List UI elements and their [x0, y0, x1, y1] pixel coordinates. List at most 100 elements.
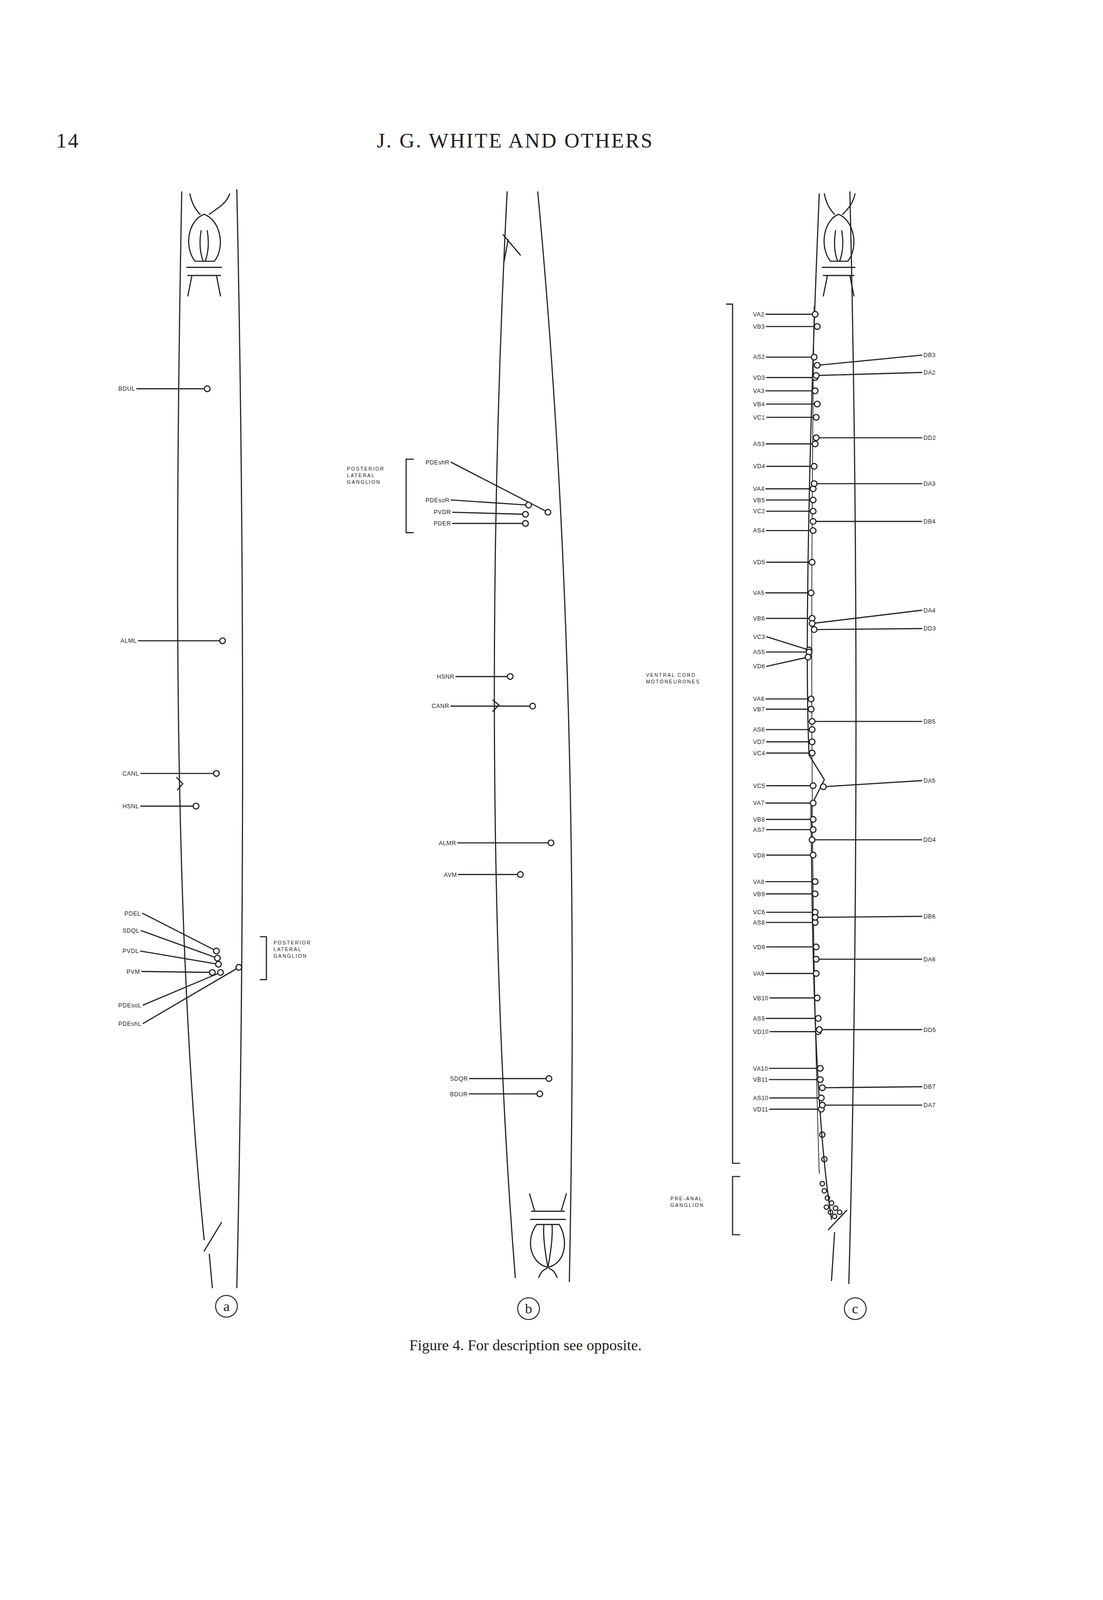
- panel-letter: b: [517, 1296, 540, 1320]
- cell-label: PDEshL: [118, 1019, 142, 1027]
- leader-line: [766, 416, 814, 418]
- cell-body: [217, 969, 224, 975]
- figure-caption: Figure 4. For description see opposite.: [409, 1336, 642, 1354]
- cell-body: [522, 511, 529, 517]
- cell-body: [809, 718, 816, 724]
- leader-line: [815, 720, 922, 722]
- bracket: [260, 936, 267, 980]
- leader-lines: [136, 311, 922, 1112]
- cell-body: [809, 836, 816, 843]
- vulva-mark: [176, 777, 183, 790]
- cell-label: VC2: [753, 507, 766, 515]
- running-head: J. G. WHITE AND OTHERS: [376, 129, 654, 154]
- cell-label: DA5: [923, 777, 936, 784]
- cell-body: [819, 1084, 826, 1091]
- cell-body: [813, 372, 819, 379]
- cell-label: VA9: [753, 970, 765, 977]
- leader-line: [766, 893, 813, 895]
- cell-body: [812, 914, 818, 921]
- cell-label: VB11: [753, 1076, 769, 1083]
- cell-body: [810, 782, 817, 789]
- leader-line: [769, 1108, 819, 1110]
- bracket: [406, 459, 414, 533]
- cell-body: [815, 1015, 822, 1021]
- bracket: [732, 1176, 740, 1235]
- cell-body: [817, 1065, 824, 1071]
- cell-body: [810, 518, 817, 524]
- leader-line: [136, 388, 205, 390]
- ganglion-label: POSTERIOR LATERAL GANGLION: [347, 465, 388, 486]
- cell-label: VB10: [753, 994, 769, 1002]
- leader-line: [141, 971, 210, 973]
- leader-line: [818, 436, 922, 438]
- cell-body: [813, 970, 819, 976]
- cell-body: [814, 362, 820, 368]
- cell-body: [507, 673, 513, 679]
- leader-line: [769, 1096, 819, 1098]
- cell-label: PVDR: [433, 508, 452, 516]
- body-outline: [807, 193, 832, 1219]
- cell-body: [810, 799, 817, 806]
- cell-label: DB6: [923, 912, 936, 920]
- cell-body: [810, 508, 817, 514]
- cell-label: DB3: [923, 351, 936, 359]
- cell-body: [812, 440, 818, 447]
- panel-letter: a: [215, 1294, 238, 1318]
- cell-label: PDEsoR: [425, 496, 450, 504]
- leader-line: [452, 522, 523, 524]
- cell-label: DB7: [923, 1083, 936, 1090]
- cell-label: VB4: [753, 400, 765, 408]
- ganglion-label: PRE-ANAL GANGLION: [670, 1194, 708, 1208]
- ganglion-label: VENTRAL CORD MOTONEURONES: [645, 671, 704, 685]
- pharynx-bulb: [822, 193, 855, 296]
- body-outline: [236, 189, 243, 1287]
- cell-body: [810, 851, 817, 858]
- worm-c: [726, 191, 857, 1284]
- leader-line: [816, 628, 922, 630]
- leader-line: [766, 499, 811, 501]
- cell-body: [204, 385, 210, 392]
- cell-body: [219, 637, 226, 644]
- cell-label: DA2: [923, 369, 936, 376]
- panel-letter: c: [843, 1296, 867, 1320]
- cell-body: [809, 620, 816, 626]
- leader-line: [818, 958, 922, 960]
- body-outline: [494, 191, 516, 1278]
- cell-label: VD8: [753, 851, 766, 859]
- cell-body: [809, 749, 816, 756]
- cell-body: [810, 527, 817, 534]
- leader-line: [458, 873, 518, 875]
- cell-body: [818, 1094, 825, 1101]
- leader-line: [765, 698, 809, 700]
- cell-body: [193, 802, 200, 809]
- cell-body: [820, 783, 826, 790]
- cell-body: [547, 839, 554, 846]
- cell-body: [517, 871, 524, 878]
- cell-body: [813, 414, 819, 420]
- leader-line: [452, 512, 523, 514]
- cell-body: [214, 955, 221, 961]
- cell-label: DD2: [923, 434, 937, 442]
- cell-label: VC5: [753, 782, 766, 790]
- leader-line: [766, 529, 811, 531]
- leader-line: [815, 838, 922, 840]
- cell-body: [811, 626, 817, 633]
- cell-label: AS3: [753, 440, 765, 448]
- leader-line: [825, 1103, 922, 1105]
- worm-a: [176, 189, 267, 1287]
- cell-label: AS8: [753, 919, 765, 926]
- cell-label: DA4: [923, 606, 936, 614]
- leader-line: [769, 997, 815, 999]
- cell-body: [813, 955, 819, 962]
- cell-body: [814, 400, 820, 407]
- cell-body: [811, 354, 817, 360]
- leader-line: [766, 465, 812, 467]
- cell-body: [812, 890, 818, 897]
- cell-label: AS2: [753, 353, 765, 361]
- cell-body: [522, 520, 529, 527]
- cell-label: VD9: [753, 943, 766, 951]
- cell-body: [812, 311, 818, 317]
- cell-body: [814, 994, 820, 1001]
- leader-line: [816, 520, 922, 522]
- cell-label: VD6: [753, 662, 766, 670]
